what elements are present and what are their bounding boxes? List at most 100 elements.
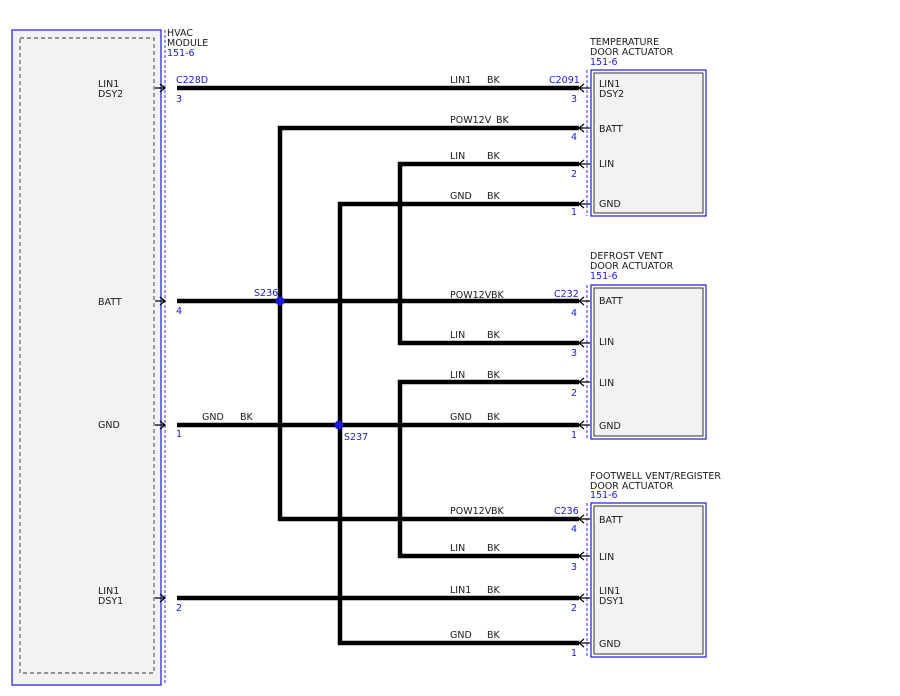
temp-pin-label-lin1: LIN1 xyxy=(599,79,620,90)
female-pin-icon xyxy=(578,159,590,169)
female-pin-icon xyxy=(578,638,590,648)
hvac-pin-2: 2 xyxy=(176,603,182,614)
hvac-pin-arrow-icon xyxy=(155,593,166,603)
wire-label-color: BK xyxy=(487,585,501,596)
wire-label-color: BK xyxy=(487,630,501,641)
footwell-ref: 151-6 xyxy=(590,490,618,501)
footwell-pin-label-dsy1: DSY1 xyxy=(599,596,624,607)
wire-label-color: BK xyxy=(487,151,501,162)
actuator-pin-arrows xyxy=(578,83,590,648)
footwell-connector: C236 xyxy=(554,506,579,517)
hvac-pin-4: 4 xyxy=(176,306,182,317)
wire-label-color: BK xyxy=(487,543,501,554)
hvac-pin-3: 3 xyxy=(176,94,182,105)
wires xyxy=(177,85,579,646)
wire-label-name: POW12V xyxy=(450,506,492,517)
hvac-pin-label-dsy1: DSY1 xyxy=(98,596,123,607)
footwell-pin-label-gnd: GND xyxy=(599,639,621,650)
temp-title-1: TEMPERATURE xyxy=(589,37,659,48)
female-pin-icon xyxy=(578,296,590,306)
defrost-pin-label-lin-b: LIN xyxy=(599,378,614,389)
temp-pin-label-batt: BATT xyxy=(599,124,623,135)
splice-s236-label: S236 xyxy=(254,288,278,299)
hvac-title-2: MODULE xyxy=(167,38,208,49)
wire-label-name: LIN1 xyxy=(450,585,471,596)
hvac-pin-1: 1 xyxy=(176,429,182,440)
defrost-pin-label-batt: BATT xyxy=(599,296,623,307)
female-pin-icon xyxy=(578,83,590,93)
wire-label-name: POW12V xyxy=(450,115,492,126)
temp-pin-3: 3 xyxy=(571,94,577,105)
temp-pin-label-lin: LIN xyxy=(599,159,614,170)
wire-labels: LIN1 BK POW12V BK LIN BK GND BK POW12V B… xyxy=(202,75,510,641)
temp-title-2: DOOR ACTUATOR xyxy=(590,47,674,58)
wire-label-name: LIN xyxy=(450,151,465,162)
female-pin-icon xyxy=(578,123,590,133)
wire-label-color: BK xyxy=(496,115,510,126)
temp-pin-2: 2 xyxy=(571,169,577,180)
footwell-pin-label-lin1: LIN1 xyxy=(599,586,620,597)
footwell-pin-label-batt: BATT xyxy=(599,515,623,526)
wire-label-color: BK xyxy=(487,412,501,423)
female-pin-icon xyxy=(578,338,590,348)
wire-label-name: GND xyxy=(202,412,224,423)
hvac-pin-label-lin1-bottom: LIN1 xyxy=(98,586,119,597)
wire-label-name: GND xyxy=(450,630,472,641)
footwell-title-1: FOOTWELL VENT/REGISTER xyxy=(590,471,721,482)
female-pin-icon xyxy=(578,551,590,561)
defrost-door-actuator: DEFROST VENT DOOR ACTUATOR 151-6 BATT LI… xyxy=(554,251,707,441)
hvac-pin-arrow-icon xyxy=(155,296,166,306)
wire-label-color: BK xyxy=(487,370,501,381)
wire-label-color: BK xyxy=(240,412,254,423)
hvac-pin-arrow-icon xyxy=(155,420,166,430)
defrost-pin-2: 2 xyxy=(571,388,577,399)
wire-label-name: LIN xyxy=(450,370,465,381)
temp-pin-1: 1 xyxy=(571,207,577,218)
defrost-title-2: DOOR ACTUATOR xyxy=(590,261,674,272)
wire-label-name: GND xyxy=(450,191,472,202)
splice-s237-label: S237 xyxy=(344,432,368,443)
hvac-connector: C228D xyxy=(176,75,208,86)
wire-label-color: BK xyxy=(487,191,501,202)
temp-pin-4: 4 xyxy=(571,132,577,143)
wire-label-name: POW12V xyxy=(450,290,492,301)
defrost-pin-4: 4 xyxy=(571,308,577,319)
defrost-title-1: DEFROST VENT xyxy=(590,251,663,262)
defrost-ref: 151-6 xyxy=(590,271,618,282)
hvac-module: HVAC MODULE 151-6 LIN1 DSY2 BATT GND LIN… xyxy=(11,28,208,686)
splice-s237-dot xyxy=(334,420,344,430)
defrost-pin-label-lin-a: LIN xyxy=(599,337,614,348)
splices: S236 S237 xyxy=(254,288,368,443)
hvac-title-1: HVAC xyxy=(167,28,193,39)
defrost-pin-label-gnd: GND xyxy=(599,421,621,432)
female-pin-icon xyxy=(578,199,590,209)
female-pin-icon xyxy=(578,514,590,524)
footwell-pin-4: 4 xyxy=(571,524,577,535)
hvac-ref: 151-6 xyxy=(167,48,195,59)
wire-label-name: LIN1 xyxy=(450,75,471,86)
footwell-door-actuator: FOOTWELL VENT/REGISTER DOOR ACTUATOR 151… xyxy=(554,471,721,659)
footwell-pin-2: 2 xyxy=(571,603,577,614)
wire-label-color: BK xyxy=(487,330,501,341)
temp-ref: 151-6 xyxy=(590,57,618,68)
female-pin-icon xyxy=(578,420,590,430)
wire-label-color: BK xyxy=(491,290,505,301)
wire-label-color: BK xyxy=(487,75,501,86)
temp-pin-label-dsy2: DSY2 xyxy=(599,89,624,100)
defrost-pin-3: 3 xyxy=(571,348,577,359)
female-pin-icon xyxy=(578,377,590,387)
temperature-door-actuator: TEMPERATURE DOOR ACTUATOR 151-6 LIN1 DSY… xyxy=(549,37,707,218)
wire-label-name: GND xyxy=(450,412,472,423)
footwell-pin-label-lin: LIN xyxy=(599,552,614,563)
wire-label-color: BK xyxy=(491,506,505,517)
female-pin-icon xyxy=(578,593,590,603)
wire-label-name: LIN xyxy=(450,330,465,341)
hvac-pin-label-lin1-top: LIN1 xyxy=(98,79,119,90)
temp-pin-label-gnd: GND xyxy=(599,199,621,210)
splice-s236-dot xyxy=(275,296,285,306)
defrost-pin-1: 1 xyxy=(571,430,577,441)
hvac-pin-label-dsy2: DSY2 xyxy=(98,89,123,100)
footwell-title-2: DOOR ACTUATOR xyxy=(590,481,674,492)
hvac-pin-label-batt: BATT xyxy=(98,297,122,308)
